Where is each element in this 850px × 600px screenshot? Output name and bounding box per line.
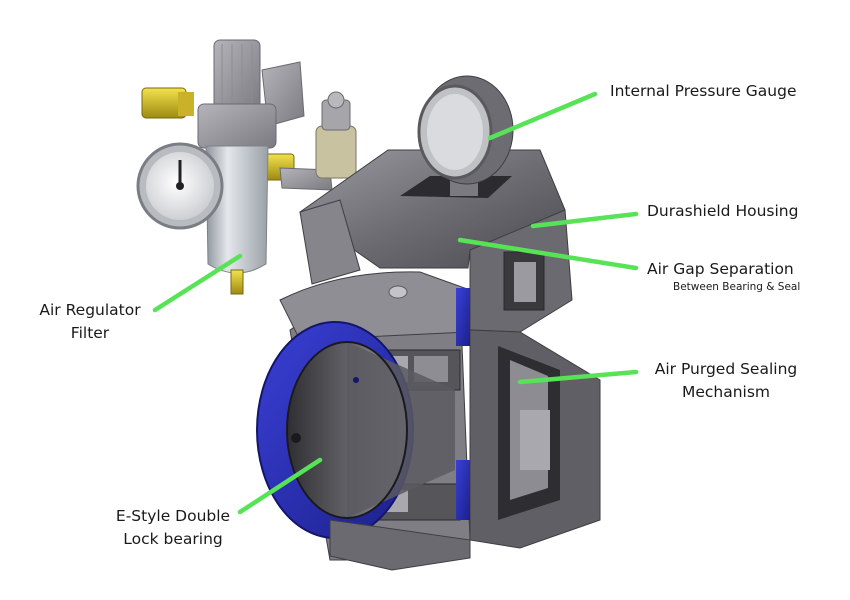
label-air-regulator-line2: Filter bbox=[70, 324, 110, 342]
estyle-double-lock-bearing bbox=[256, 271, 471, 571]
label-internal-pressure-gauge: Internal Pressure Gauge bbox=[610, 82, 797, 100]
leader-air-purged-sealing bbox=[517, 369, 639, 385]
label-air-gap-subtitle: Between Bearing & Seal bbox=[673, 281, 801, 293]
label-air-purged-sealing-group: Air Purged Sealing Mechanism bbox=[632, 358, 820, 404]
label-estyle-group: E-Style Double Lock bearing bbox=[98, 505, 248, 551]
label-durashield-housing: Durashield Housing bbox=[647, 202, 799, 220]
label-estyle-line1: E-Style Double bbox=[115, 507, 231, 525]
durashield-housing bbox=[299, 149, 601, 549]
label-estyle-line2: Lock bearing bbox=[123, 530, 223, 548]
label-air-gap-group: Air Gap Separation Between Bearing & Sea… bbox=[647, 258, 800, 294]
label-air-purged-sealing-line1: Air Purged Sealing bbox=[654, 360, 798, 378]
label-air-regulator-line1: Air Regulator bbox=[39, 301, 141, 319]
leader-air-regulator-filter bbox=[152, 253, 243, 313]
leader-estyle-bearing bbox=[237, 457, 323, 515]
air-regulator-filter bbox=[136, 39, 357, 295]
leader-lines bbox=[152, 91, 639, 515]
label-air-purged-sealing-line2: Mechanism bbox=[681, 383, 771, 401]
leader-internal-pressure-gauge bbox=[487, 91, 598, 141]
leader-air-gap-separation bbox=[457, 237, 639, 271]
label-air-regulator-group: Air Regulator Filter bbox=[30, 299, 150, 345]
internal-pressure-gauge bbox=[417, 75, 514, 196]
leader-durashield-housing bbox=[530, 211, 639, 229]
label-air-gap-separation: Air Gap Separation bbox=[647, 260, 794, 278]
